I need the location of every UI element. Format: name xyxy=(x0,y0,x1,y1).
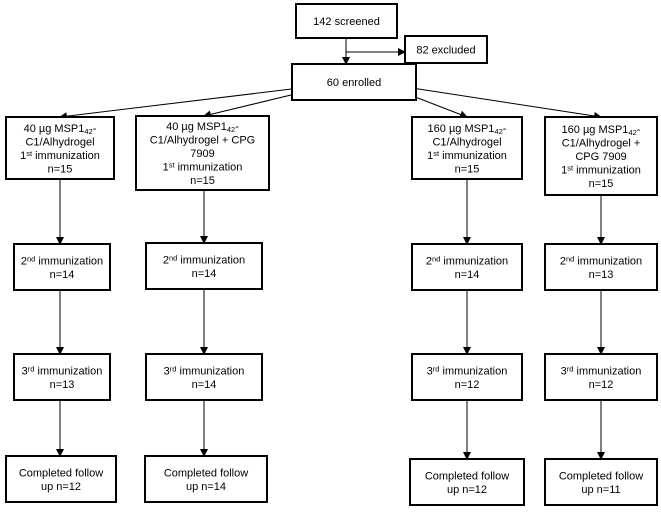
arm-4-follow-up-box-frame xyxy=(544,458,658,506)
arm-4-dose-group-box-line: 1st immunization xyxy=(561,164,641,177)
arm-4-second-immunization-box-line: n=13 xyxy=(589,269,614,281)
arm-2-third-immunization-box-line: 3rd immunization xyxy=(164,364,245,377)
arm-1-third-immunization-box-line: n=13 xyxy=(50,379,75,391)
arm-1-dose-group-box-line: 1st immunization xyxy=(20,149,100,162)
arm-3-third-immunization-box-line: n=12 xyxy=(455,379,480,391)
arm-3-follow-up-box-line: Completed follow xyxy=(425,470,509,482)
arm-2-dose-group-box-line: 1st immunization xyxy=(163,161,243,174)
arm-2-second-immunization-box: 2nd immunization n=14 xyxy=(145,242,263,290)
flow-boxes: 142 screened 82 excluded 60 enrolled 40 µg … xyxy=(5,3,658,506)
arm-1-third-immunization-box: 3rd immunization n=13 xyxy=(13,353,111,401)
arm-1-dose-group-box-line: n=15 xyxy=(48,163,73,175)
arm-3-second-immunization-box: 2nd immunization n=14 xyxy=(411,243,523,291)
screened-box: 142 screened xyxy=(295,3,398,39)
arm-4-second-immunization-box: 2nd immunization n=13 xyxy=(544,243,658,291)
arm-2-second-immunization-box-frame xyxy=(145,242,263,290)
enrolled-box-frame xyxy=(291,63,417,101)
arm-2-dose-group-box-line: 40 µg MSP142- xyxy=(166,121,239,134)
arm-2-second-immunization-box-line: n=14 xyxy=(192,268,217,280)
excluded-box: 82 excluded xyxy=(404,35,488,64)
flow-arrows xyxy=(56,38,605,460)
arm-3-third-immunization-box: 3rd immunization n=12 xyxy=(411,353,523,401)
arm-2-second-immunization-box-line: 2nd immunization xyxy=(163,253,245,266)
arm-4-follow-up-box-line: up n=11 xyxy=(581,484,620,496)
arm-1-follow-up-box-line: Completed follow xyxy=(19,467,103,479)
arm-1-dose-group-box-frame xyxy=(5,116,115,180)
arm-4-follow-up-box: Completed follow up n=11 xyxy=(544,458,658,506)
arm-1-follow-up-box-frame xyxy=(5,455,117,503)
arm-2-third-immunization-box-line: n=14 xyxy=(192,379,217,391)
arm-2-follow-up-box-line: Completed follow xyxy=(164,467,248,479)
arm-4-dose-group-box: 160 µg MSP142-C1/Alhydrogel +CPG 79091st… xyxy=(544,116,658,196)
enrolled-box-line: 60 enrolled xyxy=(327,77,381,89)
arm-2-dose-group-box-line: 7909 xyxy=(190,148,214,160)
excluded-box-frame xyxy=(404,35,488,64)
arm-1-third-immunization-box-line: 3rd immunization xyxy=(22,364,103,377)
arm-1-third-immunization-box-frame xyxy=(13,353,111,401)
arm-4-third-immunization-box-frame xyxy=(544,353,658,401)
arm-4-third-immunization-box-line: 3rd immunization xyxy=(561,364,642,377)
screened-box-frame xyxy=(295,3,398,39)
enrolled-to-arm-4-arrow xyxy=(411,87,602,120)
arm-1-second-immunization-box-line: n=14 xyxy=(50,269,75,281)
arm-4-second-immunization-box-line: 2nd immunization xyxy=(560,254,642,267)
arm-1-dose-group-box-line: C1/Alhydrogel xyxy=(25,136,94,148)
arm-3-dose-group-box-frame xyxy=(411,116,523,180)
arm-4-dose-group-box-line: C1/Alhydrogel + xyxy=(562,138,641,150)
arm-1-follow-up-box: Completed follow up n=12 xyxy=(5,455,117,503)
arm-1-second-immunization-box: 2nd immunization n=14 xyxy=(13,243,111,291)
arm-3-third-immunization-box-frame xyxy=(411,353,523,401)
arm-3-dose-group-box-line: 160 µg MSP142- xyxy=(428,123,507,136)
arm-3-dose-group-box-line: C1/Alhydrogel xyxy=(432,136,501,148)
arm-1-second-immunization-box-line: 2nd immunization xyxy=(21,254,103,267)
arm-3-second-immunization-box-line: 2nd immunization xyxy=(426,254,508,267)
arm-2-follow-up-box: Completed follow up n=14 xyxy=(144,455,268,503)
arm-2-follow-up-box-line: up n=14 xyxy=(186,481,226,493)
arm-4-dose-group-box-frame xyxy=(544,116,658,196)
enrolled-to-arm-1-arrow xyxy=(59,87,301,121)
arm-3-follow-up-box-line: up n=12 xyxy=(447,484,487,496)
arm-1-dose-group-box-line: 40 µg MSP142- xyxy=(24,123,97,136)
arm-3-third-immunization-box-line: 3rd immunization xyxy=(427,364,508,377)
arm-4-third-immunization-box-line: n=12 xyxy=(589,379,614,391)
arm-2-dose-group-box: 40 µg MSP142-C1/Alhydrogel + CPG79091st … xyxy=(135,115,270,191)
arm-3-second-immunization-box-line: n=14 xyxy=(455,269,480,281)
arm-4-second-immunization-box-frame xyxy=(544,243,658,291)
arm-4-dose-group-box-line: CPG 7909 xyxy=(575,151,626,163)
arm-3-follow-up-box: Completed follow up n=12 xyxy=(409,458,525,506)
arm-4-follow-up-box-line: Completed follow xyxy=(559,470,643,482)
arm-3-dose-group-box-line: 1st immunization xyxy=(427,149,507,162)
excluded-box-line: 82 excluded xyxy=(416,45,475,57)
arm-3-follow-up-box-frame xyxy=(409,458,525,506)
arm-1-second-immunization-box-frame xyxy=(13,243,111,291)
arm-2-dose-group-box-frame xyxy=(135,115,270,191)
arm-1-follow-up-box-line: up n=12 xyxy=(41,481,81,493)
arm-4-dose-group-box-line: n=15 xyxy=(589,178,614,190)
arm-4-third-immunization-box: 3rd immunization n=12 xyxy=(544,353,658,401)
arm-2-dose-group-box-line: C1/Alhydrogel + CPG xyxy=(150,135,255,147)
arm-2-third-immunization-box-frame xyxy=(145,353,263,401)
enrolled-box: 60 enrolled xyxy=(291,63,417,101)
arm-2-follow-up-box-frame xyxy=(144,455,268,503)
arm-3-dose-group-box-line: n=15 xyxy=(455,163,480,175)
arm-3-second-immunization-box-frame xyxy=(411,243,523,291)
arm-4-dose-group-box-line: 160 µg MSP142- xyxy=(562,124,641,137)
arm-2-dose-group-box-line: n=15 xyxy=(190,175,215,187)
screened-box-line: 142 screened xyxy=(313,16,380,28)
arm-2-third-immunization-box: 3rd immunization n=14 xyxy=(145,353,263,401)
